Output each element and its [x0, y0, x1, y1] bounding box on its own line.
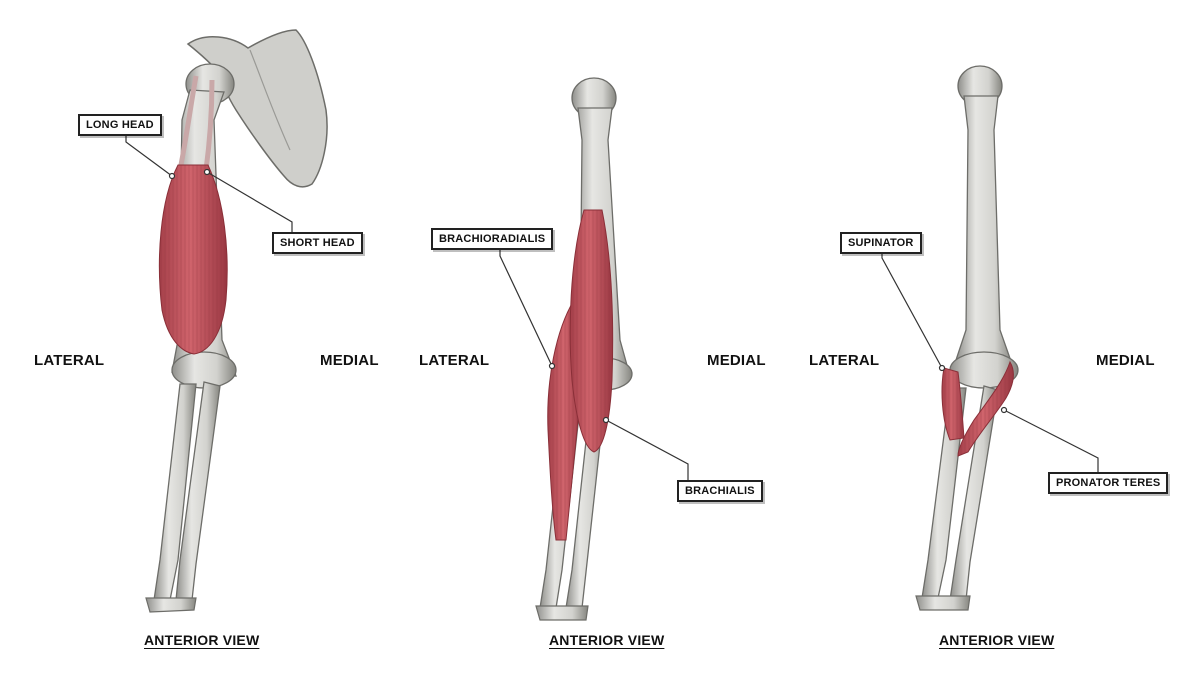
leader-supinator — [881, 250, 943, 369]
view-caption: ANTERIOR VIEW — [144, 632, 260, 648]
callout-supinator: SUPINATOR — [840, 232, 922, 254]
panel-2-arm — [535, 77, 633, 621]
leader-long-head — [125, 134, 173, 177]
lateral-label: LATERAL — [809, 352, 880, 369]
leader-brachialis — [605, 419, 689, 480]
callout-long-head: LONG HEAD — [78, 114, 162, 136]
callout-brachioradialis: BRACHIORADIALIS — [431, 228, 554, 250]
leader-pronator-teres — [1003, 409, 1099, 472]
panel-1-arm — [145, 29, 328, 613]
leader-brachioradialis — [499, 248, 553, 367]
humerus-bone — [955, 95, 1013, 365]
leader-short-head — [206, 171, 293, 234]
medial-label: MEDIAL — [1096, 352, 1155, 369]
panel-3-arm — [915, 65, 1019, 611]
lateral-label: LATERAL — [34, 352, 105, 369]
view-caption: ANTERIOR VIEW — [939, 632, 1055, 648]
callout-brachialis: BRACHIALIS — [677, 480, 763, 502]
medial-label: MEDIAL — [320, 352, 379, 369]
callout-short-head: SHORT HEAD — [272, 232, 363, 254]
view-caption: ANTERIOR VIEW — [549, 632, 665, 648]
lateral-label: LATERAL — [419, 352, 490, 369]
medial-label: MEDIAL — [707, 352, 766, 369]
callout-pronator-teres: PRONATOR TERES — [1048, 472, 1169, 494]
